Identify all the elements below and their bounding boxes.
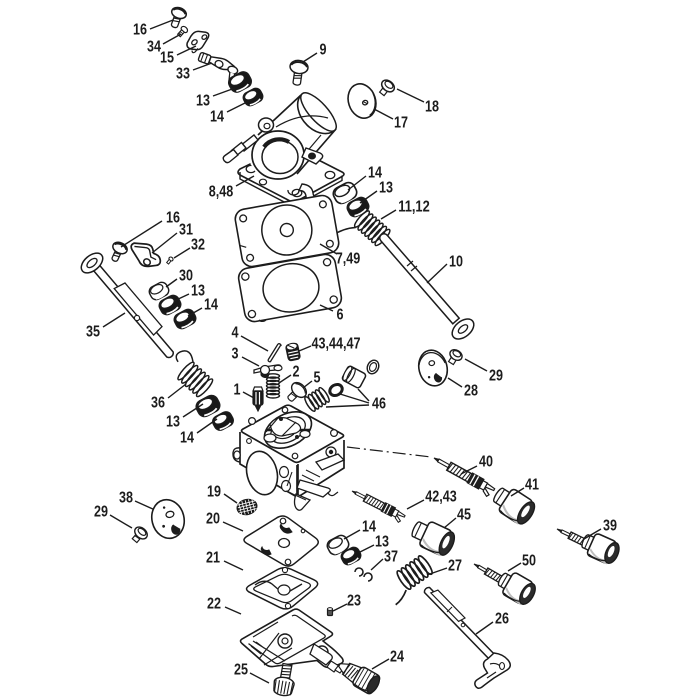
svg-text:46: 46 [372, 396, 386, 413]
svg-text:17: 17 [394, 115, 408, 132]
svg-text:37: 37 [384, 549, 398, 566]
svg-text:33: 33 [176, 66, 190, 83]
svg-text:50: 50 [522, 553, 536, 570]
svg-text:27: 27 [448, 558, 462, 575]
svg-text:21: 21 [206, 550, 220, 567]
svg-text:9: 9 [320, 42, 327, 59]
svg-text:41: 41 [525, 477, 539, 494]
svg-text:43,44,47: 43,44,47 [312, 336, 361, 353]
svg-text:1: 1 [234, 382, 241, 399]
svg-text:16: 16 [133, 22, 147, 39]
svg-text:34: 34 [147, 39, 161, 56]
svg-text:13: 13 [375, 534, 389, 551]
svg-text:4: 4 [232, 325, 239, 342]
svg-text:13: 13 [191, 283, 205, 300]
svg-text:2: 2 [293, 364, 300, 381]
svg-text:7,49: 7,49 [336, 251, 361, 268]
svg-text:26: 26 [495, 611, 509, 628]
svg-text:42,43: 42,43 [425, 489, 457, 506]
svg-text:14: 14 [204, 297, 218, 314]
svg-text:22: 22 [207, 596, 221, 613]
svg-text:35: 35 [86, 324, 100, 341]
svg-text:13: 13 [379, 180, 393, 197]
svg-text:20: 20 [206, 511, 220, 528]
svg-text:29: 29 [94, 504, 108, 521]
svg-text:6: 6 [337, 307, 344, 324]
svg-text:24: 24 [390, 649, 404, 666]
svg-text:14: 14 [180, 430, 194, 447]
svg-text:39: 39 [603, 518, 617, 535]
svg-text:19: 19 [207, 484, 221, 501]
svg-text:18: 18 [425, 99, 439, 116]
svg-text:40: 40 [479, 454, 493, 471]
svg-text:14: 14 [362, 519, 376, 536]
svg-text:13: 13 [166, 414, 180, 431]
svg-text:28: 28 [464, 383, 478, 400]
svg-text:3: 3 [232, 346, 239, 363]
svg-text:38: 38 [119, 490, 133, 507]
svg-text:45: 45 [457, 507, 471, 524]
svg-text:30: 30 [179, 268, 193, 285]
svg-text:5: 5 [314, 370, 321, 387]
svg-text:8,48: 8,48 [209, 184, 234, 201]
svg-text:23: 23 [347, 593, 361, 610]
svg-text:14: 14 [368, 165, 382, 182]
svg-text:36: 36 [151, 395, 165, 412]
svg-text:14: 14 [210, 109, 224, 126]
svg-text:13: 13 [196, 93, 210, 110]
svg-text:10: 10 [449, 254, 463, 271]
svg-text:31: 31 [179, 222, 193, 239]
svg-text:16: 16 [166, 210, 180, 227]
svg-text:15: 15 [160, 50, 174, 67]
svg-text:25: 25 [234, 662, 248, 679]
svg-text:11,12: 11,12 [398, 199, 430, 216]
svg-text:32: 32 [191, 237, 205, 254]
svg-text:29: 29 [489, 368, 503, 385]
